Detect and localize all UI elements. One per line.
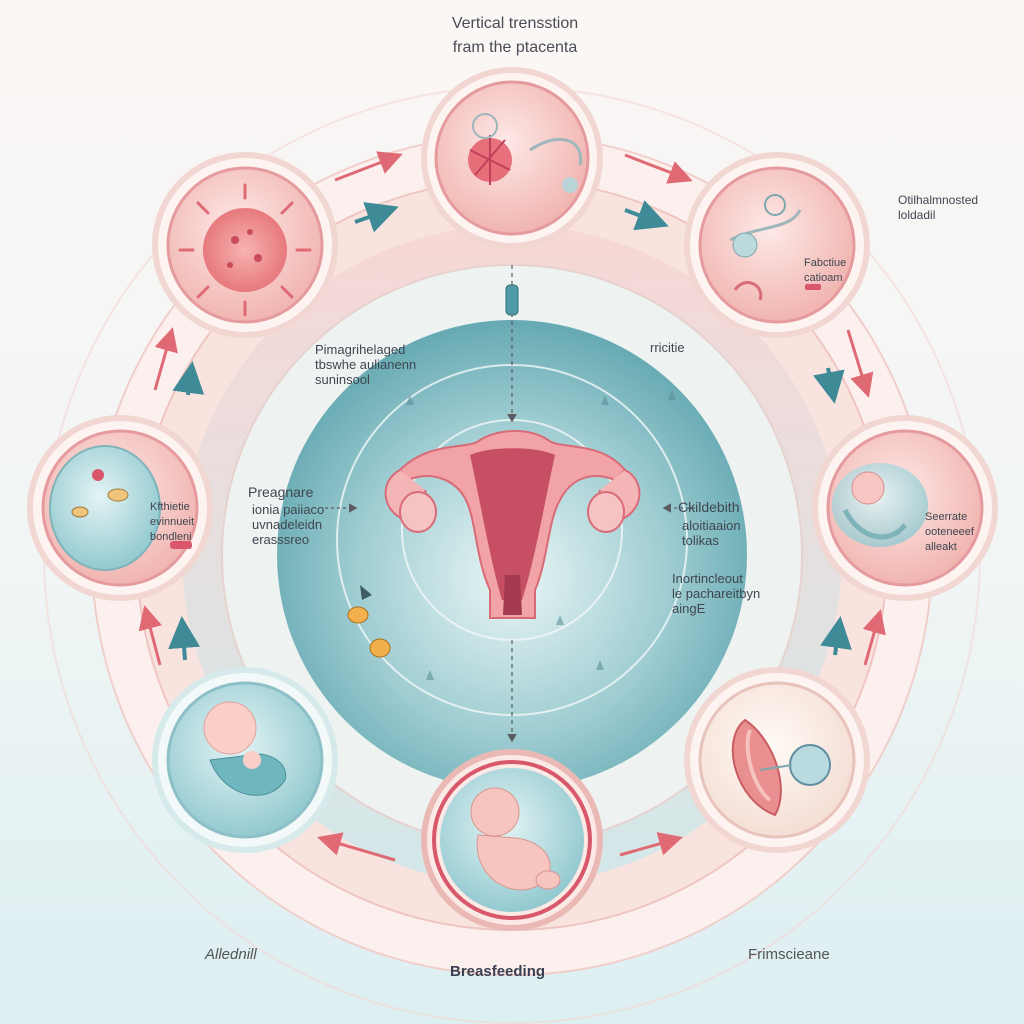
axis-vertical: [325, 265, 695, 743]
cycle-arrows: [138, 151, 886, 862]
capsule-icons: [347, 585, 391, 658]
decorative-marks: [406, 390, 676, 680]
label-pregnancy-title: Preagnare: [248, 484, 314, 500]
stage-circle-fetus: [421, 749, 603, 931]
label-circle-left: Kfthietie evinnueit bondleni: [150, 501, 195, 543]
label-outer-top-right: Otilhalmnosted loldadil: [898, 193, 979, 222]
stage-circle-transmission: [684, 152, 870, 338]
label-circle-right: Seerrate ooteneeef alleakt: [925, 511, 974, 553]
stage-circle-virus: [152, 152, 338, 338]
label-bottom-center: Breasfeeding: [450, 963, 546, 980]
label-bottom-right: Frimscieane: [748, 946, 830, 963]
stage-circle-pregnancy: [27, 415, 213, 601]
stage-circle-childbirth: [812, 415, 998, 601]
label-right-lower: Inortincleout le pachareitbyn aingE: [672, 571, 761, 616]
label-upper-left: Pimagrihelaged tbswhe aulianenn suninsoo…: [315, 342, 417, 387]
label-childbirth-body: aloitiaaion tolikas: [682, 518, 741, 548]
stage-circle-infant: [152, 667, 338, 853]
label-upper-right: rricitie: [650, 340, 685, 355]
stage-circle-breastfeeding: [684, 667, 870, 853]
label-childbirth-title: Ckildebith: [678, 499, 740, 515]
label-pregnancy-body: ionia paiiaco uvnadeleidn erasssreo: [252, 502, 325, 547]
label-bottom-left: Allednill: [205, 946, 257, 963]
stage-circle-placenta: [421, 67, 603, 249]
label-circle-top-right: Fabctiue catioam: [804, 257, 847, 284]
uterus-illustration: [384, 430, 641, 619]
diagram-title: Vertical trensstion fram the ptacenta: [451, 15, 579, 56]
